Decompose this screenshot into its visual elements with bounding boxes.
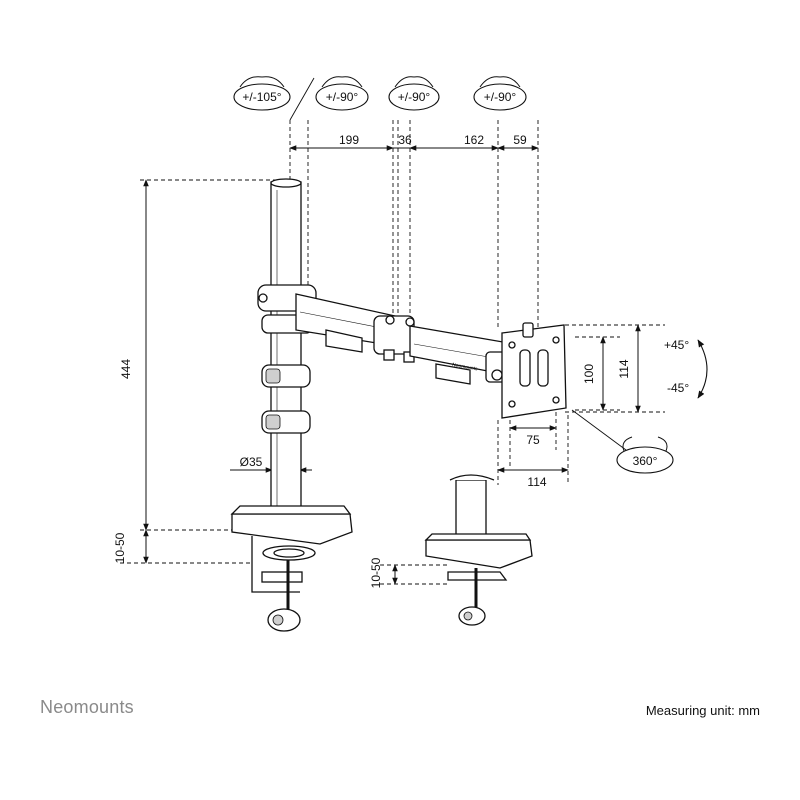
swivel-bubble: 360°: [571, 409, 674, 474]
dim-vesa-v-large: 114: [617, 359, 631, 378]
dim-vesa-h-small: 75: [526, 433, 540, 447]
dimension-lines: [143, 145, 641, 585]
grommet-mount: [424, 474, 533, 626]
rotation-label-90-c: +/-90°: [484, 90, 517, 104]
tilt-down-label: -45°: [667, 381, 689, 395]
dim-arm1: 199: [339, 133, 359, 147]
rotation-label-105: +/-105°: [242, 90, 281, 104]
tilt-indicator: +45° -45°: [664, 338, 708, 399]
rotation-bubble-105: +/-105°: [233, 76, 291, 111]
monitor-arm: Neomounts: [230, 178, 567, 632]
rotation-bubble-90-a: +/-90°: [315, 76, 369, 111]
dim-height: 444: [119, 359, 133, 379]
tilt-up-label: +45°: [664, 338, 689, 352]
dim-head: 59: [513, 133, 527, 147]
dim-vesa-v-small: 100: [582, 364, 596, 384]
brand-logo: Neomounts: [40, 697, 134, 717]
dim-joint: 36: [398, 133, 412, 147]
rotation-bubble-90-b: +/-90°: [388, 76, 440, 111]
dim-clamp-left: 10-50: [113, 532, 127, 563]
dim-arm2: 162: [464, 133, 484, 147]
swivel-label: 360°: [633, 454, 658, 468]
rotation-label-90-b: +/-90°: [398, 90, 431, 104]
measuring-unit-label: Measuring unit: mm: [645, 703, 760, 718]
dim-clamp-right: 10-50: [369, 557, 383, 588]
dim-pole-diameter: Ø35: [240, 455, 263, 469]
rotation-bubble-90-c: +/-90°: [473, 76, 527, 111]
rotation-leader: [289, 77, 315, 121]
rotation-label-90-a: +/-90°: [326, 90, 359, 104]
dim-vesa-h-large: 114: [527, 475, 546, 489]
arm-brand-mark: Neomounts: [452, 362, 479, 372]
